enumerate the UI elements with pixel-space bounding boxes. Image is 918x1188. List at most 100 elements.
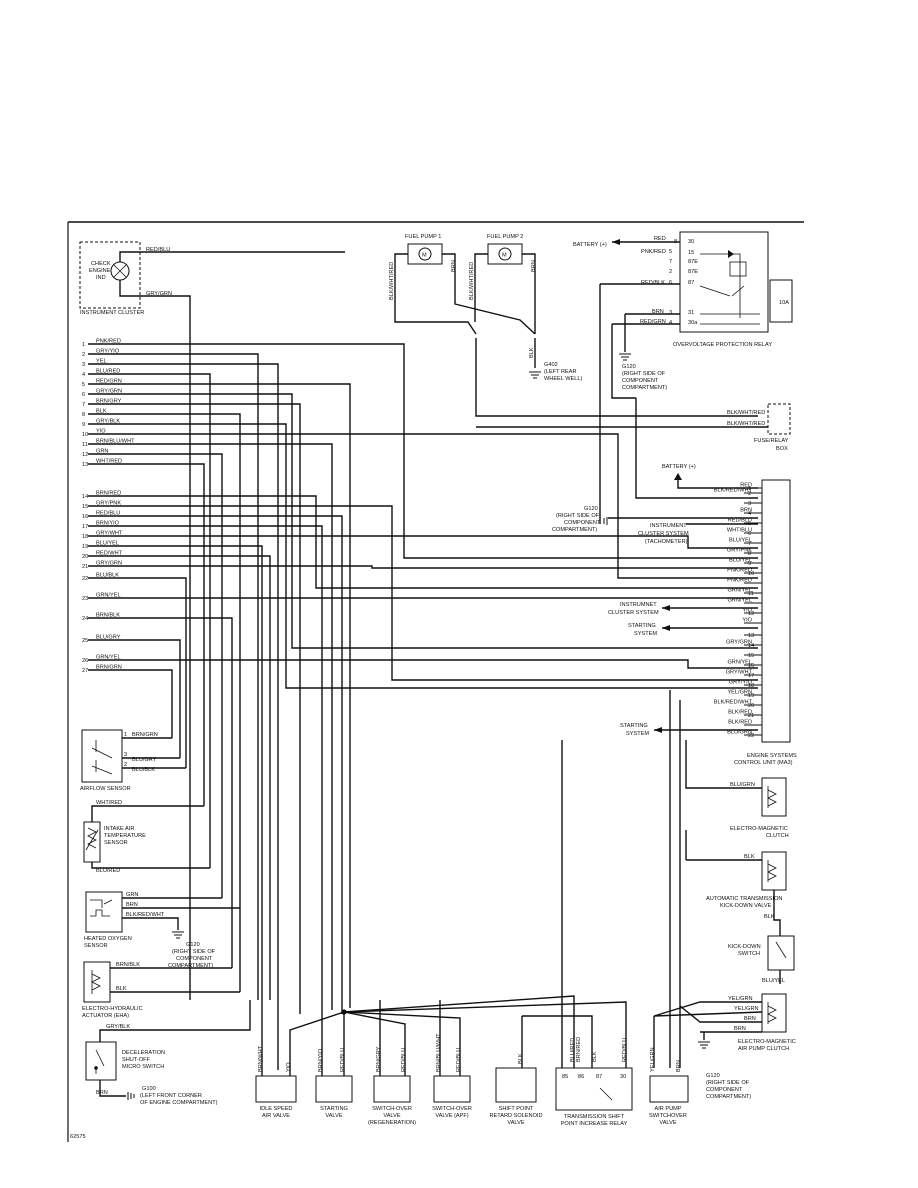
wire-label: RED/BLU: [146, 247, 170, 253]
ecu-pin-number: 1: [748, 486, 751, 492]
left-pin-number: 19: [82, 544, 88, 550]
valve-label: VALVE: [507, 1120, 524, 1126]
ecu-pin-wire: WHT/BLU: [727, 528, 752, 534]
battery-label: BATTERY (+): [662, 464, 696, 470]
fuel-pump-1-label: FUEL PUMP 1: [405, 234, 441, 240]
wire-label: RED/BLU: [622, 1038, 628, 1062]
ecu-pin-number: 7: [748, 541, 751, 547]
wire-label: YEL/GRN: [728, 996, 753, 1002]
ground-label: (RIGHT SIDE OF: [706, 1080, 750, 1086]
ground-label: (LEFT REAR: [544, 369, 577, 375]
oxygen-sensor-label: HEATED OXYGEN: [84, 936, 132, 942]
wire-label: RED/BLK: [641, 280, 665, 286]
ecu-destination: SYSTEM: [626, 731, 649, 737]
heated-oxygen-sensor: GRN BRN BLK/RED/WHT HEATED OXYGEN SENSOR…: [84, 891, 240, 969]
wire-label: BRN/GRN: [132, 732, 158, 738]
component-label: ELECTRO-MAGNETIC: [730, 826, 788, 832]
wire-label: BLU/GRY: [132, 757, 157, 763]
valve-label: VALVE: [325, 1113, 342, 1119]
ecu-pin-number: 8: [748, 551, 751, 557]
ground-label: COMPARTMENT): [706, 1094, 751, 1100]
ecu-destination: INSTRUMENT: [650, 523, 687, 529]
left-pin-number: 24: [82, 616, 88, 622]
pin-number: 4: [669, 320, 672, 326]
wire-label: BRN: [734, 1026, 746, 1032]
pin-number: 7: [669, 259, 672, 265]
ecu-pin-wire: GRY/PNK: [727, 548, 752, 554]
intake-label: TEMPERATURE: [104, 833, 146, 839]
component-label: KICK-DOWN: [728, 944, 761, 950]
wire-label: RED/BLU: [340, 1048, 346, 1072]
pin-number: 1: [124, 732, 127, 738]
left-pin-wire: GRY/GRN: [96, 389, 122, 395]
left-pin-number: 27: [82, 668, 88, 674]
left-pin-number: 11: [82, 442, 88, 448]
left-pin-number: 10: [82, 432, 88, 438]
ecu-pin-number: 14: [748, 643, 754, 649]
wire-label: YEL/GRN: [734, 1006, 759, 1012]
ground-label: G100: [142, 1086, 156, 1092]
ecu-destination: STARTING: [620, 723, 648, 729]
ground-label: COMPONENT: [176, 956, 213, 962]
pin-number: 2: [124, 762, 127, 768]
left-pin-number: 18: [82, 534, 88, 540]
valve-label: IDLE SPEED: [260, 1106, 293, 1112]
oxygen-sensor-label: SENSOR: [84, 943, 108, 949]
left-pin-wire: BRN/BLU/WHT: [96, 439, 135, 445]
ecu-destination: SYSTEM: [634, 631, 657, 637]
wire-label: BRN/WHT: [258, 1045, 264, 1072]
wire-label: BLU/BLK: [132, 767, 155, 773]
right-side-components: BLU/GRN ELECTRO-MAGNETIC CLUTCH BLK AUTO…: [653, 690, 796, 1100]
valve-label: SWITCHOVER: [649, 1113, 687, 1119]
component-label: CLUTCH: [766, 833, 789, 839]
ground-label: G120: [706, 1073, 720, 1079]
ecu-label: CONTROL UNIT (MA3): [734, 760, 793, 766]
valve-label: VALVE: [659, 1120, 676, 1126]
wire-label: BRN/RED: [576, 1037, 582, 1062]
check-engine-label-1: CHECK: [91, 261, 111, 267]
diagram-id: 62575: [70, 1134, 86, 1140]
left-pin-number: 6: [82, 392, 85, 398]
eha-label: ACTUATOR (EHA): [82, 1013, 129, 1019]
decel-label: DECELERATION: [122, 1050, 165, 1056]
ecu-destination: CLUSTER SYSTEM: [638, 531, 689, 537]
wire-label: BLK/WHT/RED: [389, 262, 395, 300]
left-pin-wire: BRN/BLK: [96, 613, 120, 619]
ecu-pin-wire: BRN: [740, 508, 752, 514]
ground-label: COMPARTMENT): [622, 385, 667, 391]
ground-label: OF ENGINE COMPARTMENT): [140, 1100, 218, 1106]
ecu-pin-number: 20: [748, 703, 754, 709]
left-pin-wire: YEL: [96, 359, 107, 365]
ground-label: COMPONENT: [622, 378, 659, 384]
battery-label: BATTERY (+): [573, 242, 607, 248]
ecu-pin-wire: RED/BLU: [728, 518, 752, 524]
wire-label: BRN: [744, 1016, 756, 1022]
pin-number: 3: [669, 310, 672, 316]
ecu-pin-wire: GRN/YEL: [727, 660, 752, 666]
valve-label: AIR VALVE: [262, 1113, 290, 1119]
ground-label: G120: [186, 942, 200, 948]
left-pin-wire: PNK/RED: [96, 339, 121, 345]
component-label: AIR PUMP CLUTCH: [738, 1046, 789, 1052]
wire-label: BLK/WHT/RED: [727, 410, 765, 416]
wire-label: PNK/RED: [641, 249, 666, 255]
wire-label: BRN: [676, 1060, 682, 1072]
ground-label: (LEFT FRONT CORNER: [140, 1093, 202, 1099]
ground-label: WHEEL WELL): [544, 376, 582, 382]
wire-label: BLU/RED: [96, 868, 120, 874]
left-pin-number: 25: [82, 638, 88, 644]
ground-label: (RIGHT SIDE OF: [622, 371, 666, 377]
ecu-pin-number: 22: [748, 733, 754, 739]
intake-air-temperature-sensor: WHT/RED BLU/RED INTAKE AIR TEMPERATURE S…: [83, 800, 210, 874]
left-wire-runs: [88, 343, 758, 1070]
left-pin-number: 12: [82, 452, 88, 458]
ecu-pin-number: 21: [748, 713, 754, 719]
wire-label: GRY/BLK: [106, 1024, 130, 1030]
relay-label: TRANSMISSION SHIFT: [564, 1114, 625, 1120]
ecu-pin-wire: BLU/YEL: [729, 558, 752, 564]
left-pin-number: 22: [82, 576, 88, 582]
ground-label: COMPARTMENT): [168, 963, 213, 969]
ecu-pin-number: 15: [748, 653, 754, 659]
instrument-cluster: CHECK ENGINE IND INSTRUMENT CLUSTER RED/…: [79, 241, 345, 1000]
left-pin-wire: RED/WHT: [96, 551, 123, 557]
